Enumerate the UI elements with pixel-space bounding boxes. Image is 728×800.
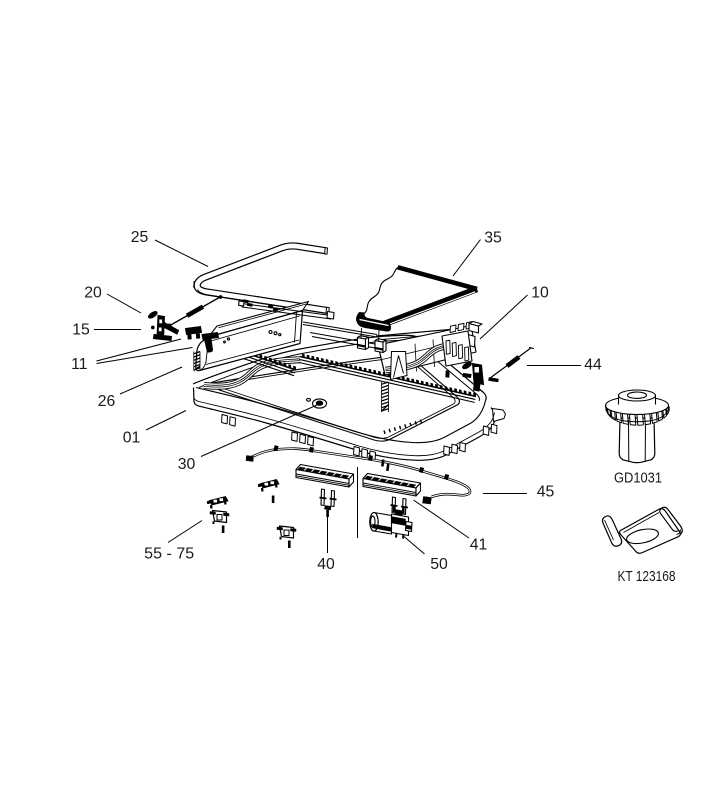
svg-text:45: 45 bbox=[537, 484, 555, 501]
svg-text:25: 25 bbox=[131, 229, 149, 246]
svg-text:35: 35 bbox=[484, 230, 502, 247]
svg-text:55 - 75: 55 - 75 bbox=[144, 546, 194, 563]
svg-text:20: 20 bbox=[84, 285, 102, 302]
svg-text:44: 44 bbox=[584, 356, 602, 373]
svg-text:41: 41 bbox=[470, 537, 488, 554]
svg-text:11: 11 bbox=[71, 356, 88, 373]
svg-text:40: 40 bbox=[317, 556, 335, 573]
svg-text:26: 26 bbox=[98, 393, 116, 410]
svg-text:50: 50 bbox=[430, 556, 448, 573]
svg-text:KT 123168: KT 123168 bbox=[618, 568, 676, 585]
svg-text:10: 10 bbox=[531, 285, 549, 302]
svg-text:15: 15 bbox=[72, 322, 90, 339]
svg-text:30: 30 bbox=[178, 456, 196, 473]
svg-text:01: 01 bbox=[123, 429, 141, 446]
svg-text:GD1031: GD1031 bbox=[614, 471, 662, 487]
